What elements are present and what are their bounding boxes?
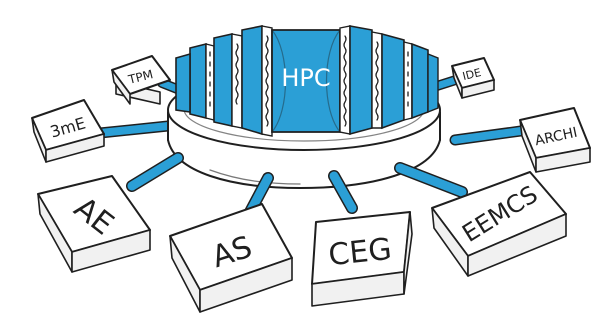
node-3me: 3mE bbox=[31, 99, 105, 163]
node-as: AS bbox=[169, 203, 293, 313]
rack-right-middle bbox=[371, 31, 405, 130]
hub-label: HPC bbox=[281, 64, 330, 92]
cable-3me bbox=[94, 120, 174, 139]
node-ide: IDE bbox=[451, 57, 495, 99]
rack-left-outer bbox=[175, 42, 215, 121]
rack-right-outer bbox=[403, 41, 439, 121]
node-ceg: CEG bbox=[311, 211, 413, 307]
rack-left-inner bbox=[241, 25, 273, 137]
cable-ceg bbox=[328, 170, 358, 214]
hpc-center-rack: HPC bbox=[271, 29, 341, 133]
rack-left-middle bbox=[213, 33, 243, 129]
cable-ae bbox=[126, 152, 184, 192]
node-tpm: TPM bbox=[111, 55, 171, 105]
hpc-cluster: HPC bbox=[175, 25, 439, 137]
node-label-tpm: TPM bbox=[126, 67, 155, 87]
node-label-ide: IDE bbox=[461, 66, 482, 83]
node-label-ceg: CEG bbox=[327, 232, 393, 273]
node-ae: AE bbox=[37, 175, 151, 273]
node-archi: ARCHI bbox=[519, 107, 591, 173]
cable-eemcs bbox=[394, 162, 468, 198]
rack-right-inner bbox=[339, 25, 373, 136]
cable-archi bbox=[449, 124, 534, 146]
